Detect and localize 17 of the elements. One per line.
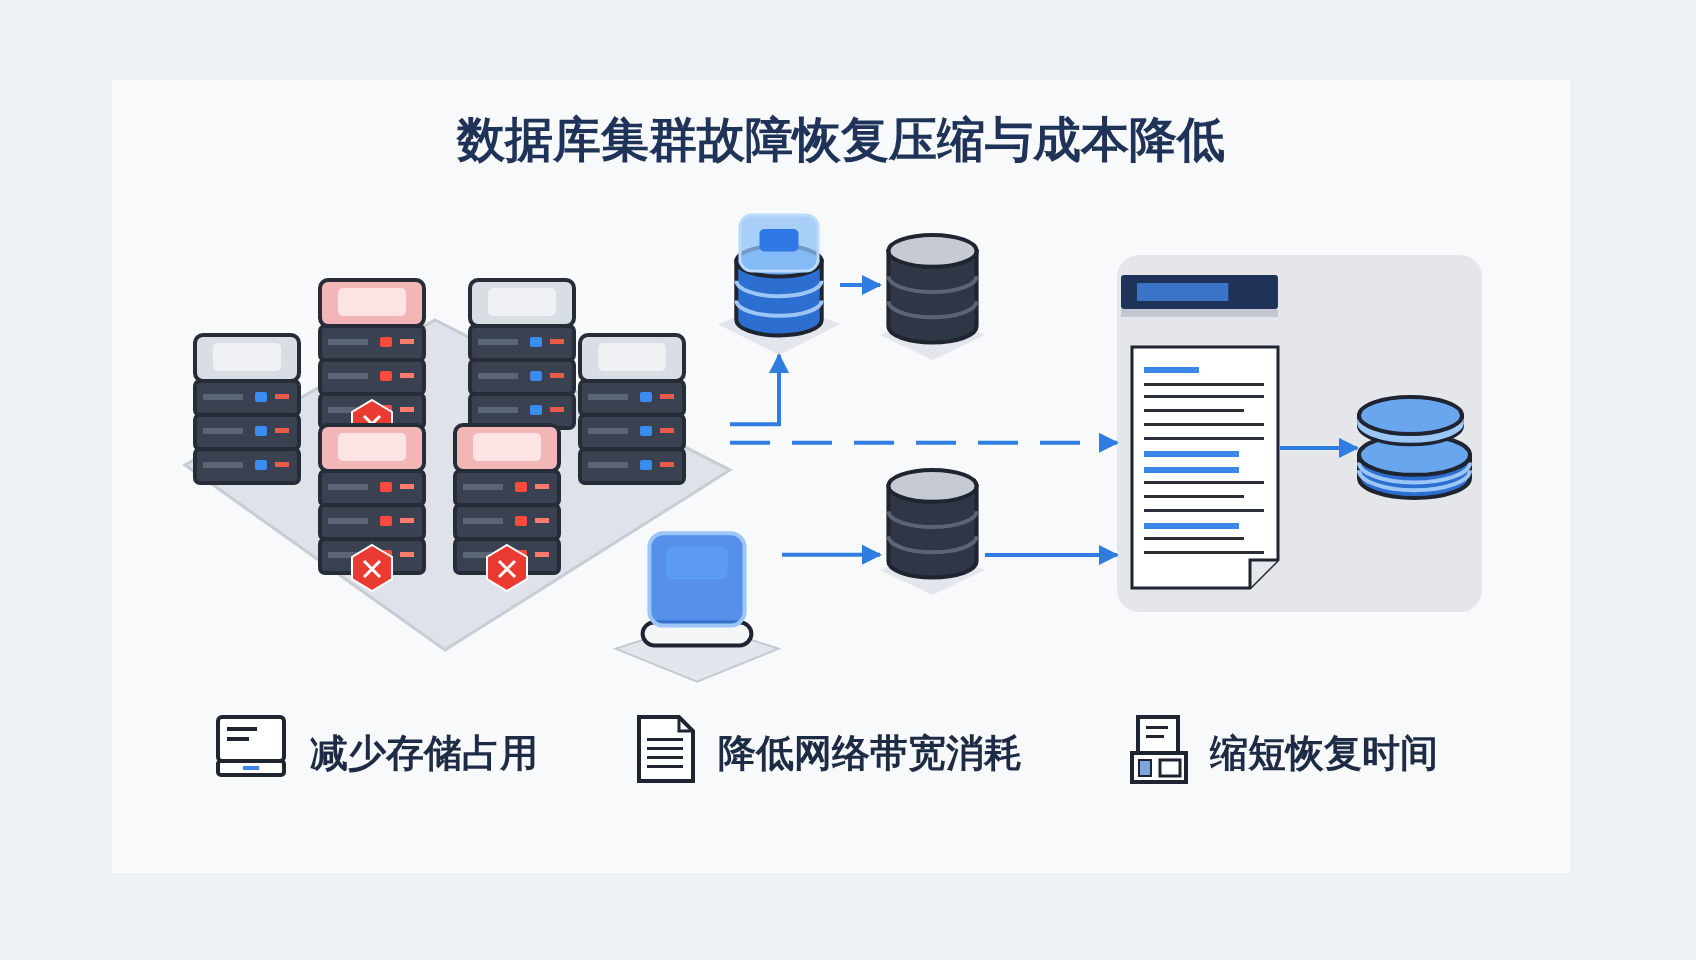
storage-panel — [1117, 255, 1482, 612]
server-cluster-drawing — [185, 280, 730, 650]
database-stack-drawing — [1357, 395, 1472, 500]
arrow — [840, 275, 882, 295]
arrow — [985, 545, 1119, 565]
database-drawing — [880, 235, 985, 360]
arrow — [730, 432, 1119, 453]
benefit-label: 降低网络带宽消耗 — [718, 730, 1022, 777]
database-drawing — [880, 470, 985, 595]
arrow — [730, 353, 789, 427]
benefit-label: 减少存储占用 — [310, 730, 538, 777]
arrow — [1280, 437, 1359, 458]
database-cube-drawing — [718, 215, 840, 355]
title: 数据库集群故障恢复压缩与成本降低 — [455, 110, 1226, 169]
document-drawing — [1130, 345, 1280, 590]
benefit-label: 缩短恢复时间 — [1210, 730, 1438, 777]
arrow — [782, 544, 882, 565]
